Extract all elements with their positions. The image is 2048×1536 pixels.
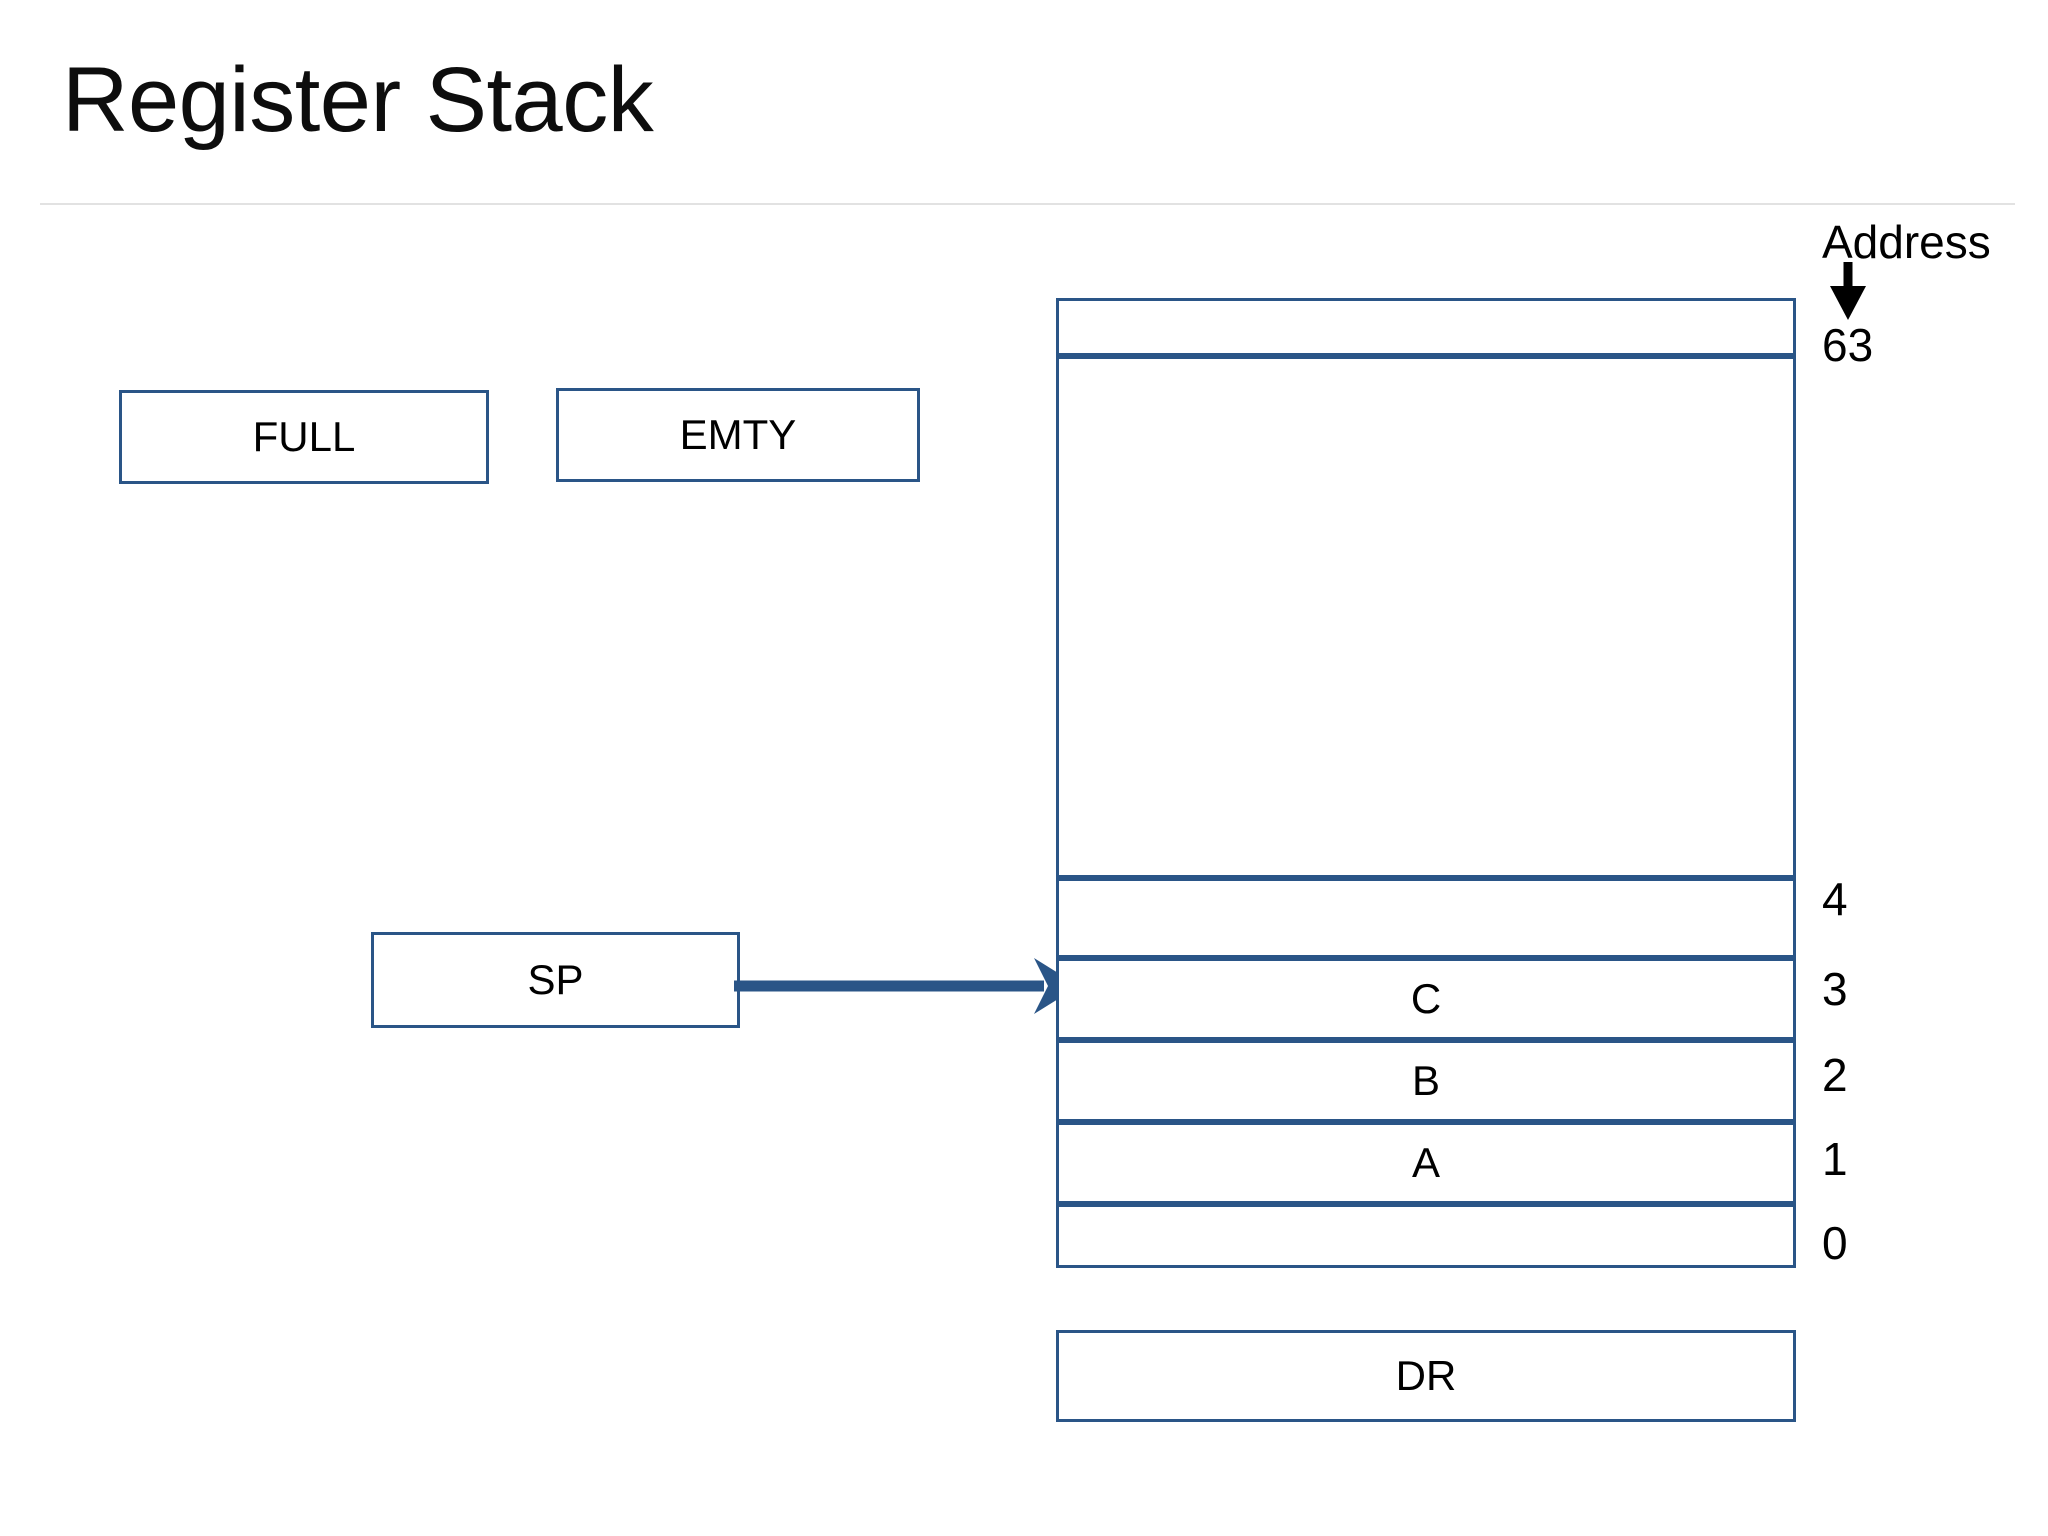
arrow-right-icon <box>734 958 1079 1014</box>
page-title: Register Stack <box>62 49 654 151</box>
stack-cell-4[interactable] <box>1056 878 1796 958</box>
title-divider <box>40 203 2015 205</box>
stack-pointer-label: SP <box>527 956 584 1003</box>
stack-cell-63[interactable] <box>1056 298 1796 356</box>
emty-flag-label: EMTY <box>679 411 797 458</box>
address-tick-63: 63 <box>1822 319 1874 371</box>
address-tick-2: 2 <box>1822 1049 1848 1101</box>
address-tick-4: 4 <box>1822 873 1848 925</box>
data-register-box[interactable]: DR <box>1056 1330 1796 1422</box>
full-flag-label: FULL <box>252 413 356 460</box>
address-tick-0: 0 <box>1822 1217 1848 1269</box>
emty-flag-box[interactable]: EMTY <box>556 388 920 482</box>
address-column-label: Address <box>1822 216 1991 268</box>
stack-cell-0[interactable] <box>1056 1204 1796 1268</box>
stack-cell-3[interactable]: C <box>1056 958 1796 1040</box>
stack-cell-value: C <box>1410 975 1442 1022</box>
stack-cell-2[interactable]: B <box>1056 1040 1796 1122</box>
arrow-down-icon <box>1830 262 1866 320</box>
stack-cell-gap[interactable] <box>1056 356 1796 878</box>
stack-cell-value: B <box>1411 1057 1440 1104</box>
full-flag-box[interactable]: FULL <box>119 390 489 484</box>
register-stack: C B A <box>1056 298 1796 1268</box>
address-tick-3: 3 <box>1822 963 1848 1015</box>
stack-cell-1[interactable]: A <box>1056 1122 1796 1204</box>
stack-cell-value: A <box>1411 1139 1440 1186</box>
data-register-label: DR <box>1395 1352 1457 1399</box>
stack-pointer-box[interactable]: SP <box>371 932 740 1028</box>
address-tick-1: 1 <box>1822 1133 1848 1185</box>
